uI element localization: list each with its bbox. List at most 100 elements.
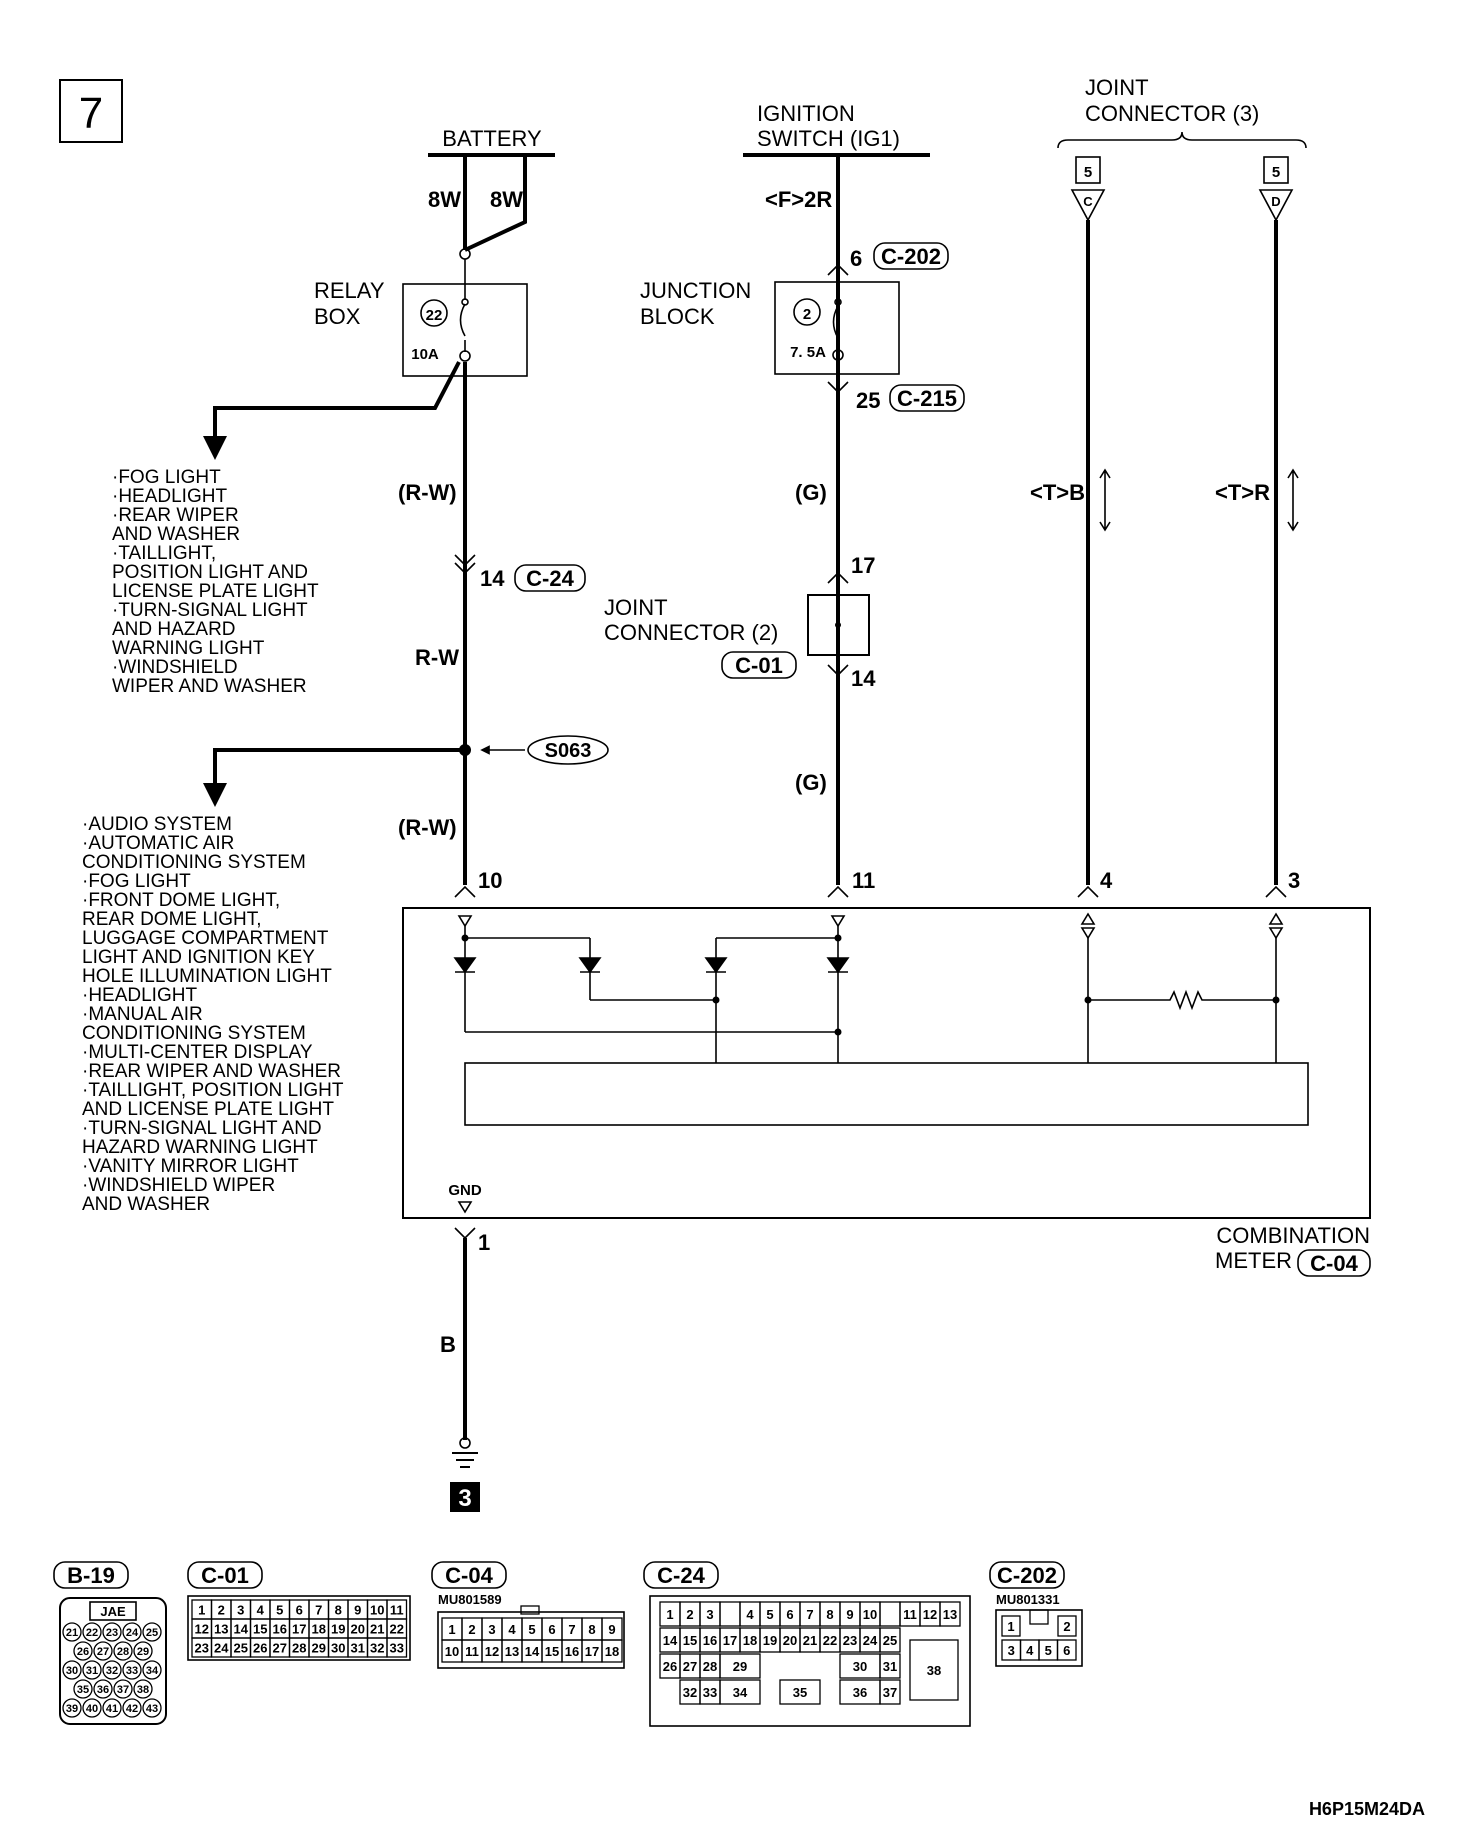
- jc3-label-1: JOINT: [1085, 75, 1149, 100]
- connector-pin-cell: [62, 1622, 82, 1642]
- junction-block-label: JUNCTION: [640, 278, 751, 303]
- wire-label-tb: <T>B: [1030, 480, 1085, 505]
- jc3-c-number: 5: [1084, 164, 1092, 181]
- connector-pin-label: 19: [331, 1622, 345, 1637]
- connector-pin-label: 13: [505, 1644, 519, 1659]
- connector-pin-label: 4: [746, 1607, 754, 1622]
- jc3-brace: [1057, 131, 1307, 149]
- connector-pin-label: 3: [706, 1607, 713, 1622]
- wire-label-g-2: (G): [795, 770, 827, 795]
- connector-c24-symbol: [454, 554, 476, 575]
- c202-connector-code: C-202: [881, 244, 941, 269]
- meter-module: [464, 1062, 1309, 1126]
- connector-pin-cell: [909, 1639, 959, 1701]
- connector-pin-label: 24: [214, 1641, 229, 1656]
- connector-pin-label: 15: [253, 1622, 267, 1637]
- connector-pin-label: 38: [927, 1663, 941, 1678]
- relay-load-item: LICENSE PLATE LIGHT: [112, 581, 319, 602]
- connector-pin-label: 20: [783, 1633, 797, 1648]
- c24-connector-view-code: C-24: [657, 1563, 705, 1588]
- relay-loads-list: ·FOG LIGHT ·HEADLIGHT ·REAR WIPER AND WA…: [112, 467, 319, 697]
- connector-pin-label: 2: [1063, 1619, 1070, 1634]
- connector-pin-label: 37: [117, 1684, 129, 1696]
- connector-pin-label: 14: [234, 1622, 249, 1637]
- joint-connector-2: [807, 594, 870, 656]
- connector-pin-label: 21: [66, 1627, 78, 1639]
- connector-pin-cell: [879, 1679, 901, 1705]
- connector-pin-label: 32: [683, 1685, 697, 1700]
- b19-connector-badge: [53, 1561, 129, 1589]
- splice-load-item: ·TAILLIGHT, POSITION LIGHT: [82, 1080, 344, 1101]
- jc2-pin-in: 17: [851, 553, 875, 578]
- connector-pin-label: 11: [465, 1644, 479, 1659]
- connector-pin-label: 41: [106, 1703, 118, 1715]
- connector-pin-label: 2: [686, 1607, 693, 1622]
- diagram-code: H6P15M24DA: [1309, 1799, 1425, 1819]
- connector-pin-label: 6: [296, 1603, 303, 1618]
- connector-pin-cell: [113, 1641, 133, 1661]
- splice-badge: [527, 735, 609, 765]
- jc2-pin-out: 14: [851, 666, 876, 691]
- relay-load-item: WARNING LIGHT: [112, 638, 265, 659]
- fuse-number-circle: [420, 299, 448, 327]
- connector-pin-cell: [719, 1653, 761, 1679]
- relay-load-item: AND HAZARD: [112, 619, 236, 640]
- wire-label-g-1: (G): [795, 480, 827, 505]
- c04-connector-view-code: C-04: [445, 1563, 493, 1588]
- connector-pin-label: 17: [292, 1622, 306, 1637]
- connector-pin-cell: [719, 1601, 741, 1627]
- relay-fuse-rating: 10A: [411, 346, 439, 363]
- connector-pin-label: 30: [66, 1665, 78, 1677]
- connector-pin-cell: [62, 1660, 82, 1680]
- connector-pin-label: 14: [663, 1633, 678, 1648]
- wire-label-tr: <T>R: [1215, 480, 1270, 505]
- connector-pin-cell: [133, 1641, 153, 1661]
- splice-load-item: ·WINDSHIELD WIPER: [82, 1175, 275, 1196]
- connector-pin-cell: [102, 1622, 122, 1642]
- relay-load-item: POSITION LIGHT AND: [112, 562, 308, 583]
- relay-box-label: RELAY: [314, 278, 385, 303]
- connector-pin-label: 10: [863, 1607, 877, 1622]
- connector-pin-label: 3: [488, 1622, 495, 1637]
- connector-pin-label: 11: [903, 1607, 917, 1622]
- connector-pin-label: 39: [66, 1703, 78, 1715]
- connector-pin-label: 24: [126, 1627, 139, 1639]
- connector-pin-label: 29: [733, 1659, 747, 1674]
- connector-pin-label: 8: [335, 1603, 342, 1618]
- c202-connector-view-badge: [989, 1561, 1065, 1589]
- connector-pin-label: 12: [923, 1607, 937, 1622]
- connector-pin-cell: [601, 1639, 623, 1663]
- connector-pin-label: 23: [195, 1641, 209, 1656]
- page-number: 7: [79, 89, 103, 138]
- b19-maker: JAE: [100, 1604, 126, 1619]
- jc3-d-terminal: [1258, 189, 1294, 222]
- jc3-label-2: CONNECTOR (3): [1085, 101, 1259, 126]
- battery-wire-right: [464, 155, 527, 252]
- splice-load-item: AND LICENSE PLATE LIGHT: [82, 1099, 334, 1120]
- connector-pin-label: 25: [883, 1633, 897, 1648]
- connector-pin-label: 30: [853, 1659, 867, 1674]
- connector-pin-label: 25: [234, 1641, 248, 1656]
- connector-pin-label: 28: [117, 1646, 129, 1658]
- wire-label-b: B: [440, 1332, 456, 1357]
- connector-pin-label: 17: [723, 1633, 737, 1648]
- connector-pin-label: 32: [370, 1641, 384, 1656]
- relay-load-item: ·TURN-SIGNAL LIGHT: [112, 600, 308, 621]
- connector-pin-cell: [879, 1627, 901, 1653]
- connector-pin-cell: [122, 1622, 142, 1642]
- connector-pin-cell: [879, 1653, 901, 1679]
- connector-pin-label: 35: [77, 1684, 89, 1696]
- connector-pin-cell: [82, 1660, 102, 1680]
- connector-pin-label: 28: [292, 1641, 306, 1656]
- connector-pin-cell: [73, 1679, 93, 1699]
- c04-connector-code: C-04: [1310, 1251, 1358, 1276]
- connector-pin-label: 27: [683, 1659, 697, 1674]
- c01-connector-badge: [721, 651, 797, 679]
- ground-number-box: [450, 1482, 480, 1512]
- relay-fuse-number: 22: [426, 307, 443, 324]
- connector-pin-label: 23: [843, 1633, 857, 1648]
- connector-pin-label: 25: [146, 1627, 158, 1639]
- connector-pin-label: 20: [351, 1622, 365, 1637]
- connector-pin-label: 5: [528, 1622, 535, 1637]
